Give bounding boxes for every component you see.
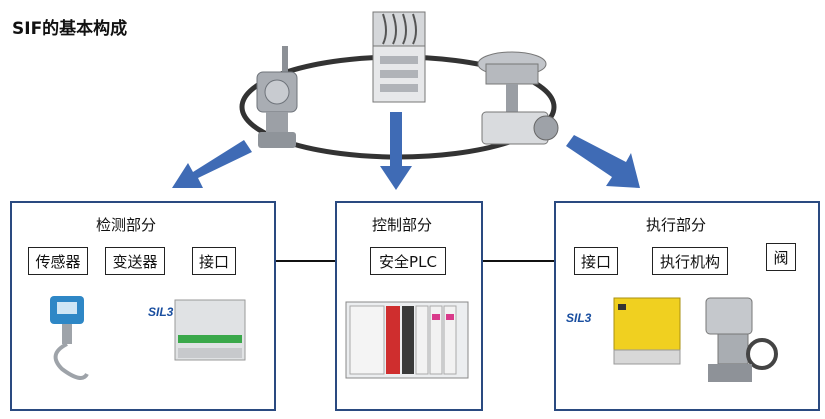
sensing-interface-box: 接口 bbox=[192, 247, 236, 275]
transmitter-box: 变送器 bbox=[105, 247, 165, 275]
actuator-box: 执行机构 bbox=[652, 247, 728, 275]
page-title: SIF的基本构成 bbox=[12, 19, 128, 39]
valve-box: 阀 bbox=[766, 243, 796, 271]
arrow-to-execution bbox=[566, 135, 640, 188]
valve-device-icon bbox=[477, 51, 559, 145]
controller-device-icon bbox=[372, 11, 426, 103]
transmitter-device-icon bbox=[256, 46, 298, 148]
arrow-to-control bbox=[380, 112, 412, 190]
safety-plc-box: 安全PLC bbox=[370, 247, 446, 275]
sil3-badge-left: SIL3 bbox=[148, 305, 174, 319]
safety-plc-icon bbox=[345, 301, 469, 379]
sil3-badge-right: SIL3 bbox=[566, 311, 592, 325]
execution-panel bbox=[554, 201, 820, 411]
execution-panel-title: 执行部分 bbox=[646, 216, 707, 234]
execution-interface-box: 接口 bbox=[574, 247, 618, 275]
sensor-box: 传感器 bbox=[28, 247, 88, 275]
execution-equipment-icon bbox=[613, 297, 778, 382]
sensing-panel-title: 检测部分 bbox=[96, 216, 157, 234]
sensing-equipment-icon bbox=[50, 296, 246, 380]
control-panel-title: 控制部分 bbox=[372, 216, 433, 234]
arrow-to-sensing bbox=[172, 140, 252, 188]
